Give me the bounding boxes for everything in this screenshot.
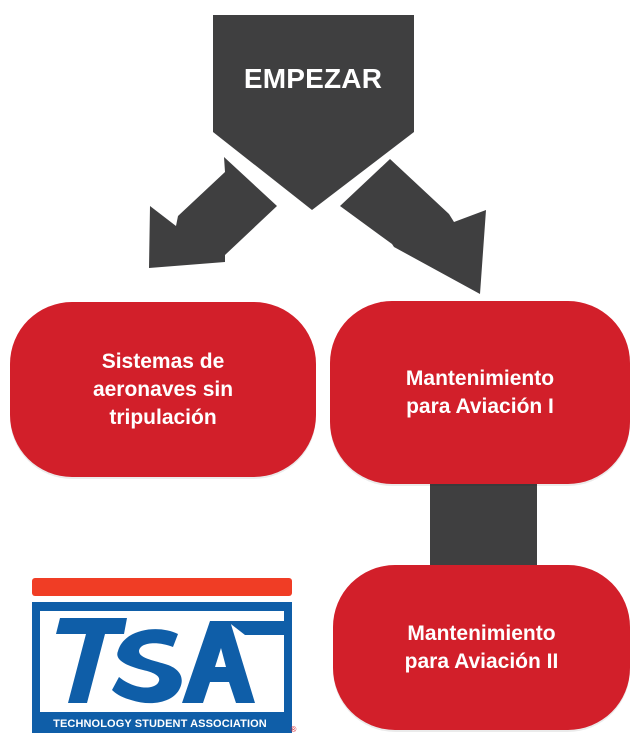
connector-amt1-amt2 — [430, 481, 537, 574]
tsa-footer-text: TECHNOLOGY STUDENT ASSOCIATION — [53, 718, 267, 730]
arrow-to-amt1 — [340, 159, 486, 294]
node-aviation-maintenance-2: Mantenimiento para Aviación II — [333, 565, 630, 730]
start-label: EMPEZAR — [243, 63, 383, 94]
node-unmanned-aircraft-systems: Sistemas de aeronaves sin tripulación — [10, 302, 316, 477]
start-pentagon — [213, 15, 414, 210]
tsa-logo-graphic — [32, 578, 292, 733]
node-unmanned-aircraft-systems-label: Sistemas de aeronaves sin tripulación — [92, 349, 234, 429]
node-aviation-maintenance-2-label: Mantenimiento para Aviación II — [404, 621, 559, 673]
node-aviation-maintenance-1: Mantenimiento para Aviación I — [330, 301, 630, 484]
tsa-logo: TECHNOLOGY STUDENT ASSOCIATION ® — [32, 578, 300, 738]
registered-mark: ® — [290, 725, 297, 734]
node-aviation-maintenance-1-label: Mantenimiento para Aviación I — [405, 366, 555, 418]
arrow-to-uas — [149, 157, 277, 268]
